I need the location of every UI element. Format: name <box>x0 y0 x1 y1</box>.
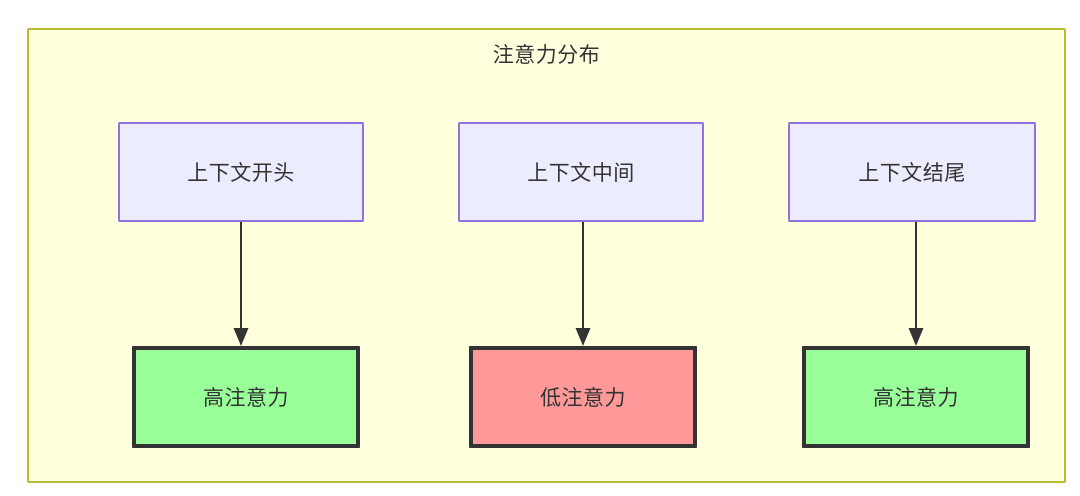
node-context-beginning[interactable]: 上下文开头 <box>118 122 364 222</box>
node-high-attention-ending[interactable]: 高注意力 <box>802 346 1030 448</box>
arrow-ending-to-high-attention <box>908 222 924 346</box>
node-context-beginning-label: 上下文开头 <box>187 162 295 185</box>
arrow-middle-to-low-attention <box>575 222 591 346</box>
node-context-middle[interactable]: 上下文中间 <box>458 122 704 222</box>
node-low-attention-middle[interactable]: 低注意力 <box>469 346 697 448</box>
arrow-beginning-to-high-attention <box>233 222 249 346</box>
node-context-ending[interactable]: 上下文结尾 <box>788 122 1036 222</box>
node-context-ending-label: 上下文结尾 <box>858 162 966 185</box>
node-low-attention-middle-label: 低注意力 <box>540 387 626 410</box>
node-high-attention-beginning[interactable]: 高注意力 <box>132 346 360 448</box>
attention-distribution-subgraph: 注意力分布 上下文开头 高注意力 上下文中间 低注意力 上下文结尾 <box>27 28 1066 483</box>
node-context-middle-label: 上下文中间 <box>527 162 635 185</box>
node-high-attention-beginning-label: 高注意力 <box>203 387 289 410</box>
node-high-attention-ending-label: 高注意力 <box>873 387 959 410</box>
subgraph-title: 注意力分布 <box>492 44 601 67</box>
